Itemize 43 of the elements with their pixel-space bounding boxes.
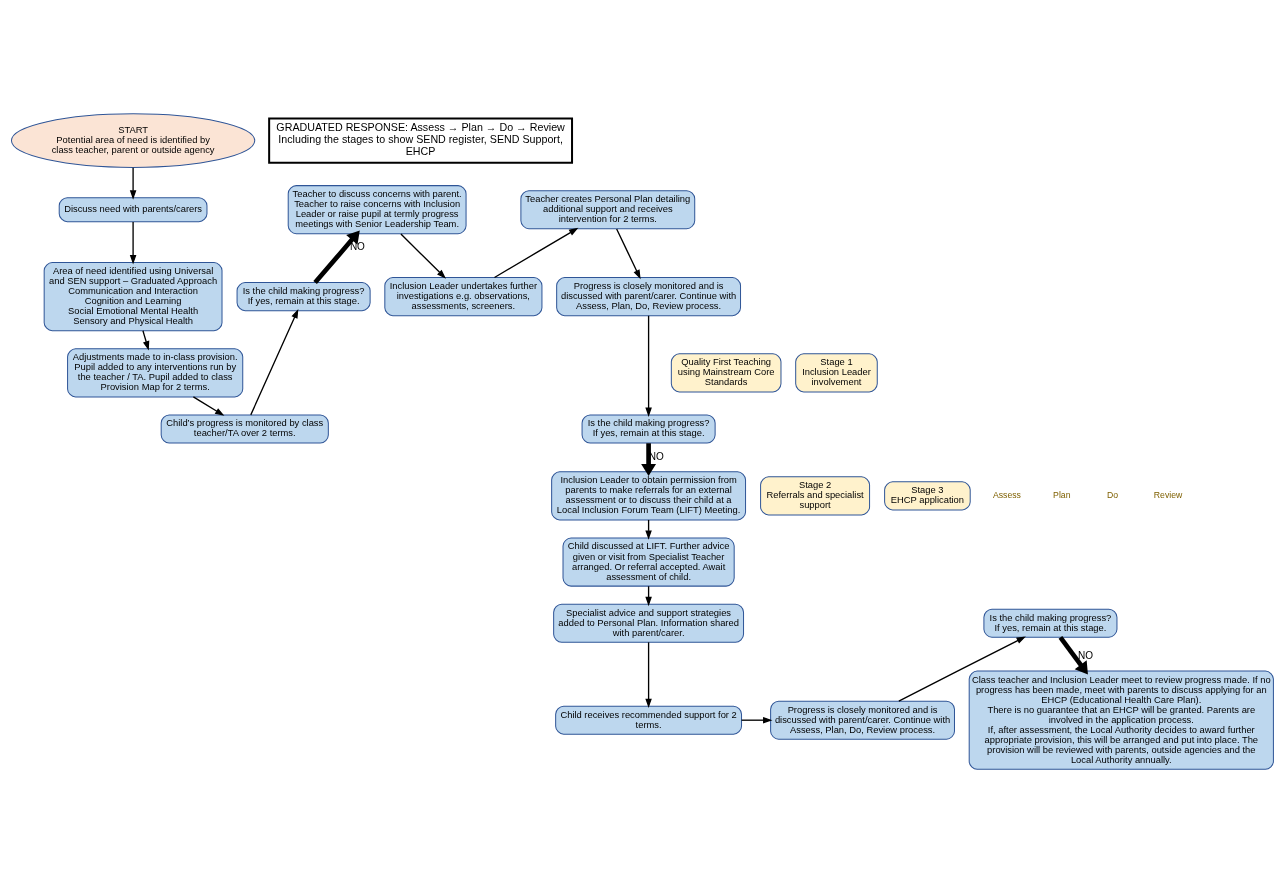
node-box: Discuss need with parents/carers: [58, 196, 208, 222]
node-box: Progress is closely monitored and is discussed with parent/carer. Continue with Assess, Plan, Do, Review process.: [556, 276, 742, 316]
node-ellipse: START Potential area of need is identified by class teacher, parent or outside agency: [10, 112, 256, 168]
node-box: Specialist advice and support strategies added to Personal Plan. Information shared with parent/carer.: [553, 603, 745, 643]
node-box: Stage 3 EHCP application: [884, 480, 971, 510]
arrow: [400, 232, 447, 279]
arrow: [192, 395, 225, 416]
node-box: GRADUATED RESPONSE: Assess → Plan → Do → Review Including the stages to show SEND register, SEND Support, EHCP: [268, 117, 574, 164]
arrow: [129, 220, 137, 264]
node-box: Inclusion Leader undertakes further investigations e.g. observations, assessments, screeners.: [384, 276, 543, 316]
arrow: [645, 641, 652, 708]
edge-label: NO: [349, 240, 365, 252]
node-box: Child discussed at LIFT. Further advice given or visit from Specialist Teacher arranged. Or referral accepted. Await assessment of child.: [562, 537, 735, 587]
node-box: Quality First Teaching using Mainstream Core Standards: [670, 352, 782, 392]
node-box: Is the child making progress? If yes, remain at this stage.: [581, 413, 716, 444]
node-box: Teacher creates Personal Plan detailing additional support and receives intervention for 2 terms.: [520, 189, 696, 229]
arrow: [493, 227, 579, 278]
arrow: [740, 716, 773, 723]
node-box: Is the child making progress? If yes, remain at this stage.: [983, 608, 1118, 638]
node-box: Class teacher and Inclusion Leader meet to review progress made. If no progress has been made, meet with parents to discuss applying for an EHCP (Educational Health Care Plan). There is no guarantee that an EHCP will be granted. Parents are involved in the application process. If, after assessment, the Local Authority decides to award further appropriate provision, this will be arranged and put into place. The provision will be reviewed with parents, outside agencies and the Local Authority annually.: [968, 670, 1274, 770]
node-box: Is the child making progress? If yes, remain at this stage.: [236, 281, 371, 311]
edge-label: NO: [1078, 649, 1094, 661]
label: Do: [1107, 489, 1119, 500]
arrow: [898, 635, 1026, 702]
arrow: [129, 166, 137, 200]
node-box: Teacher to discuss concerns with parent. Teacher to raise concerns with Inclusion Leader or raise pupil at termly progress meetings with Senior Leadership Team.: [287, 184, 467, 234]
label: Assess: [992, 489, 1021, 500]
arrow: [645, 314, 652, 417]
arrow: [616, 227, 641, 279]
node-box: Inclusion Leader to obtain permission from parents to make referrals for an external assessment or to discuss their child at a Local Inclusion Forum Team (LIFT) Meeting.: [551, 470, 747, 520]
arrow: [250, 308, 299, 416]
node-box: Area of need identified using Universal and SEN support – Graduated Approach Communication and Interaction Cognition and Learning Social Emotional Mental Health Sensory and Physical Health: [43, 261, 223, 331]
arrow: [142, 329, 150, 350]
node-box: Child’s progress is monitored by class teacher/TA over 2 terms.: [160, 413, 329, 444]
node-box: Progress is closely monitored and is discussed with parent/carer. Continue with Assess, Plan, Do, Review process.: [770, 700, 955, 740]
arrow: [1058, 635, 1088, 674]
arrow: [313, 230, 360, 284]
label: Review: [1153, 489, 1183, 500]
node-box: Adjustments made to in-class provision. Pupil added to any interventions run by the teacher / TA. Pupil added to class Provision Map for 2 terms.: [67, 347, 244, 397]
label: Plan: [1053, 489, 1071, 500]
node-box: Stage 1 Inclusion Leader involvement: [795, 352, 878, 392]
node-box: Child receives recommended support for 2 terms.: [555, 705, 743, 735]
node-box: Stage 2 Referrals and specialist support: [760, 475, 871, 515]
